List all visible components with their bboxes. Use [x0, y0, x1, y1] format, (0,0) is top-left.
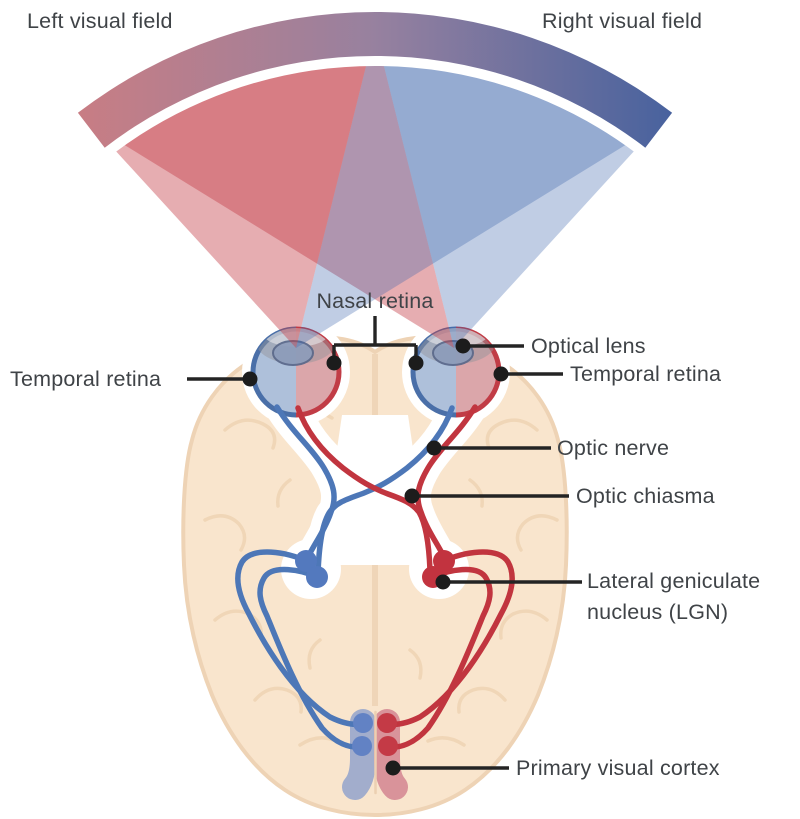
cortex-dots: [352, 713, 398, 756]
cortex-strip-left: [342, 709, 376, 800]
leader-lines: [187, 316, 582, 770]
label-left-visual-field: Left visual field: [27, 9, 173, 33]
lgn-line-1: Lateral geniculate: [587, 569, 761, 593]
left-radiation-outer: [235, 549, 364, 728]
label-lateral-geniculate-nucleus: Lateral geniculate nucleus (LGN): [587, 566, 797, 628]
lgn-line-2: nucleus (LGN): [587, 600, 729, 624]
left-lens: [272, 340, 314, 366]
label-optical-lens: Optical lens: [531, 334, 646, 358]
optic-radiations: [235, 549, 515, 750]
label-optic-nerve: Optic nerve: [557, 436, 670, 460]
label-temporal-retina-left: Temporal retina: [10, 367, 162, 391]
label-right-visual-field: Right visual field: [542, 9, 703, 33]
label-temporal-retina-right: Temporal retina: [570, 362, 722, 386]
right-radiation-inner: [386, 566, 493, 750]
right-radiation-outer: [386, 549, 515, 728]
label-nasal-retina: Nasal retina: [316, 289, 434, 313]
leader-dots: [242, 338, 509, 776]
visual-field-band: [77, 11, 673, 148]
left-radiation-inner: [257, 566, 364, 750]
left-eye: [250, 326, 342, 418]
right-eye-temporal-fiber: [415, 404, 478, 562]
brain-outline: [181, 335, 569, 817]
right-eye: [410, 326, 502, 418]
label-optic-chiasma: Optic chiasma: [576, 484, 715, 508]
label-primary-visual-cortex: Primary visual cortex: [516, 756, 720, 780]
